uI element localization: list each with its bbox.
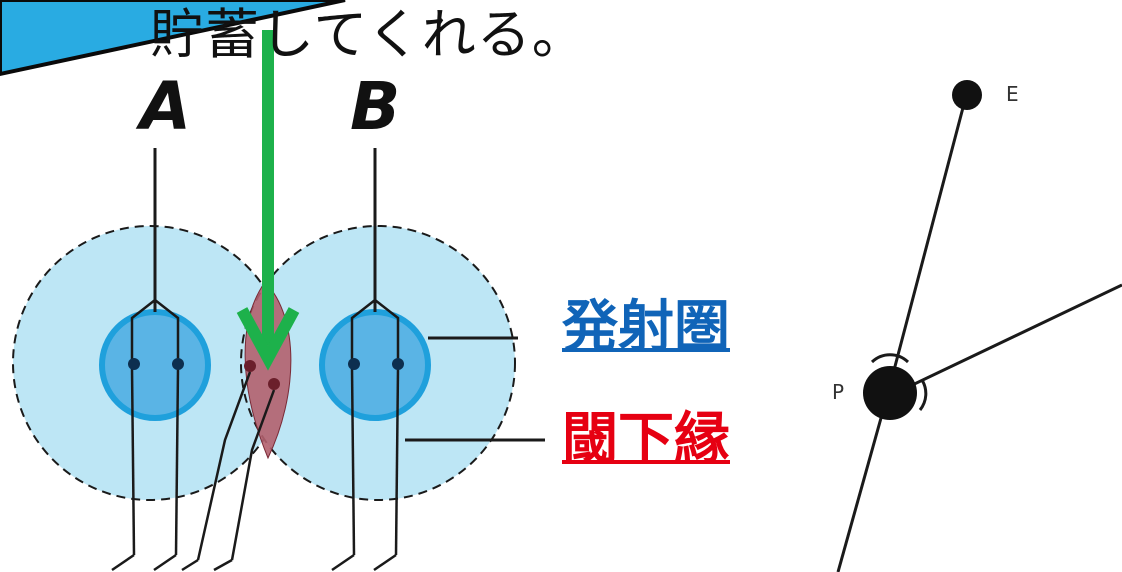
edge-e-p (886, 99, 967, 394)
neuron-b-label: B (350, 68, 401, 145)
edge-p-right (905, 283, 1122, 390)
edge-p-down (836, 392, 890, 572)
neuron-a-discharge-zone (99, 309, 211, 421)
neuron-b-cell-1 (348, 358, 360, 370)
neuron-a-label: A (140, 68, 192, 145)
neuron-b-discharge-zone (319, 309, 431, 421)
neuron-b-fibers (331, 230, 400, 572)
caption-text: 貯蓄してくれる。 (150, 3, 587, 66)
subliminal-fringe-label: 閾下縁 (562, 407, 730, 472)
node-p-label: P (832, 380, 845, 404)
neuron-b-cell-2 (392, 358, 404, 370)
arrow-head (236, 307, 300, 371)
angle-arc-top (870, 353, 910, 364)
discharge-zone-label: 発射圏 (562, 295, 730, 360)
angle-arc-right (918, 379, 928, 411)
node-e-label: E (1006, 82, 1019, 106)
neuron-a-cell-1 (128, 358, 140, 370)
node-p (863, 366, 917, 420)
neuron-a-fibers (111, 230, 180, 572)
overlap-cell-2 (268, 378, 280, 390)
network-graph (836, 99, 1122, 572)
overlap-cell-1 (244, 360, 256, 372)
overlap-fibers (181, 371, 276, 572)
header-banner (0, 0, 346, 77)
node-e (952, 80, 982, 110)
neuron-a-cell-2 (172, 358, 184, 370)
